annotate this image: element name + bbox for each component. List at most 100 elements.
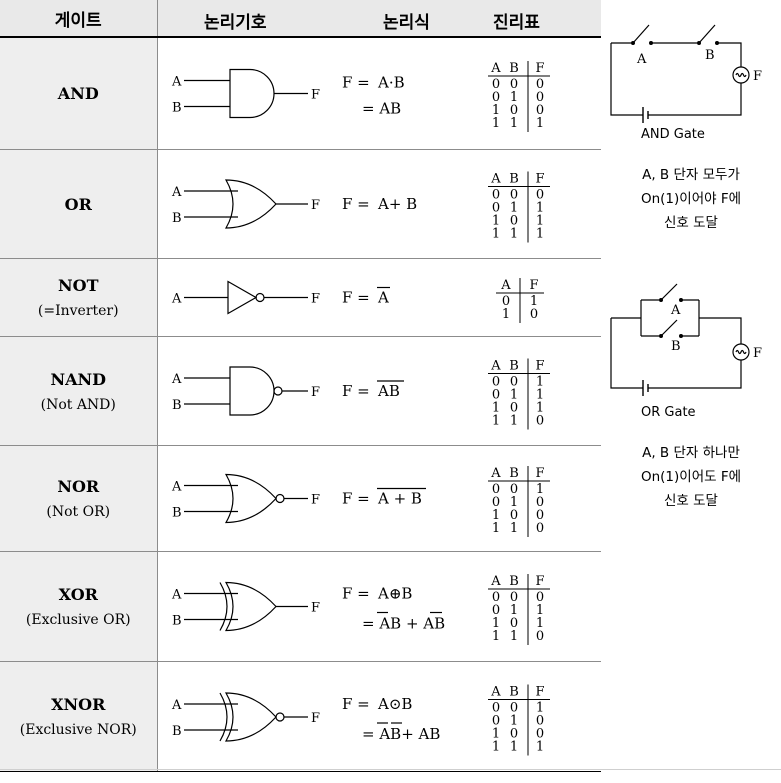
truth-table-cell: 1: [491, 214, 499, 229]
bottom-rule: [0, 769, 781, 770]
truth-table-cell: 1: [509, 201, 517, 216]
input-b-label: B: [172, 614, 182, 629]
truth-table-cell: 0: [535, 77, 543, 92]
truth-table-cell: 1: [491, 739, 499, 754]
truth-table-cell: 1: [491, 103, 499, 118]
truth-table-cell: 0: [535, 629, 543, 644]
inverter-bubble: [274, 493, 285, 504]
truth-table-cell: 1: [535, 616, 543, 631]
table-header-row: 게이트 논리기호 논리식 진리표: [0, 0, 601, 38]
truth-table-cell: 0: [509, 616, 517, 631]
and-body: [228, 366, 275, 416]
nor-gate-symbol: ABF: [171, 473, 320, 524]
truth-table-cell: 0: [509, 375, 517, 390]
lamp-f-label: F: [753, 346, 762, 361]
and-gate-description: A, B 단자 모두가 On(1)이어야 F에 신호 도달: [601, 163, 781, 235]
header-truth-table: 진리표: [493, 13, 540, 33]
circuit-wire: [610, 318, 643, 389]
expression-line-2: = AB+ AB: [362, 725, 440, 743]
truth-table-cell: 0: [535, 508, 543, 523]
expression-lhs: F =: [342, 585, 370, 603]
truth-table-header: F: [535, 574, 544, 589]
truth-table-cell: 1: [491, 726, 499, 741]
expression-line-1: A⊙B: [377, 695, 412, 713]
truth-table-cell: 0: [491, 482, 499, 497]
expression-line-1: A·B: [377, 74, 405, 92]
truth-table-cell: 1: [535, 214, 543, 229]
gate-subtitle: (Exclusive NOR): [19, 722, 137, 738]
truth-table-header: F: [535, 684, 544, 699]
input-b-label: B: [172, 506, 182, 521]
and-desc-line: A, B 단자 모두가: [642, 167, 740, 183]
expression-lhs: F =: [342, 490, 370, 508]
truth-table-cell: 0: [491, 590, 499, 605]
truth-table-header: F: [535, 359, 544, 374]
truth-table-cell: 0: [501, 294, 509, 309]
truth-table-header: A: [490, 172, 501, 187]
circuit-wire: [610, 43, 643, 116]
truth-table-cell: 0: [491, 713, 499, 728]
lamp-circle: [732, 66, 750, 84]
inverter-bubble: [272, 386, 283, 396]
truth-table-cell: 1: [491, 616, 499, 631]
truth-table-cell: 0: [509, 103, 517, 118]
and-gate-caption: AND Gate: [641, 127, 705, 142]
expression-lhs: F =: [342, 382, 370, 400]
truth-table-cell: 1: [529, 294, 537, 309]
gate-name: NAND: [50, 369, 107, 389]
truth-table-cell: 0: [535, 90, 543, 105]
and-desc-line: On(1)이어야 F에: [640, 191, 742, 207]
truth-table-cell: 1: [491, 521, 499, 536]
output-f-label: F: [311, 711, 320, 726]
truth-table-cell: 0: [491, 77, 499, 92]
header-expression: 논리식: [383, 13, 430, 33]
truth-table-cell: 0: [529, 307, 537, 322]
truth-table-cell: 1: [491, 116, 499, 131]
truth-table-cell: 0: [491, 700, 499, 715]
input-a-label: A: [171, 480, 182, 495]
gate-name: NOR: [57, 477, 100, 496]
expression-line-1: AB: [377, 382, 400, 400]
truth-table-cell: 1: [535, 603, 543, 618]
expression-line-1: A: [377, 289, 389, 307]
expression-lhs: F =: [342, 695, 370, 713]
gate-name: XOR: [58, 585, 98, 604]
truth-table-cell: 0: [509, 726, 517, 741]
truth-table-cell: 1: [509, 521, 517, 536]
truth-table-cell: 1: [535, 116, 543, 131]
output-f-label: F: [311, 292, 320, 307]
or-gate-caption: OR Gate: [641, 405, 696, 420]
header-gate: 게이트: [0, 0, 158, 38]
or-body: [224, 581, 277, 632]
or-gate-symbol: ABF: [171, 179, 320, 229]
input-b-label: B: [172, 724, 182, 739]
lamp-filament: [735, 72, 747, 78]
truth-table-header: B: [509, 359, 519, 374]
truth-table-header: B: [509, 172, 519, 187]
expression-line-2: = AB: [362, 100, 401, 118]
truth-table-cell: 0: [491, 388, 499, 403]
truth-table-cell: 1: [535, 700, 543, 715]
circuit-wire: [717, 42, 742, 67]
input-a-label: A: [171, 698, 182, 713]
switch-b-label: B: [671, 339, 681, 354]
expression-line-1: A+ B: [377, 195, 417, 213]
or-desc-line: A, B 단자 하나만: [642, 445, 740, 461]
input-a-label: A: [171, 292, 182, 307]
truth-table-header: A: [490, 466, 501, 481]
